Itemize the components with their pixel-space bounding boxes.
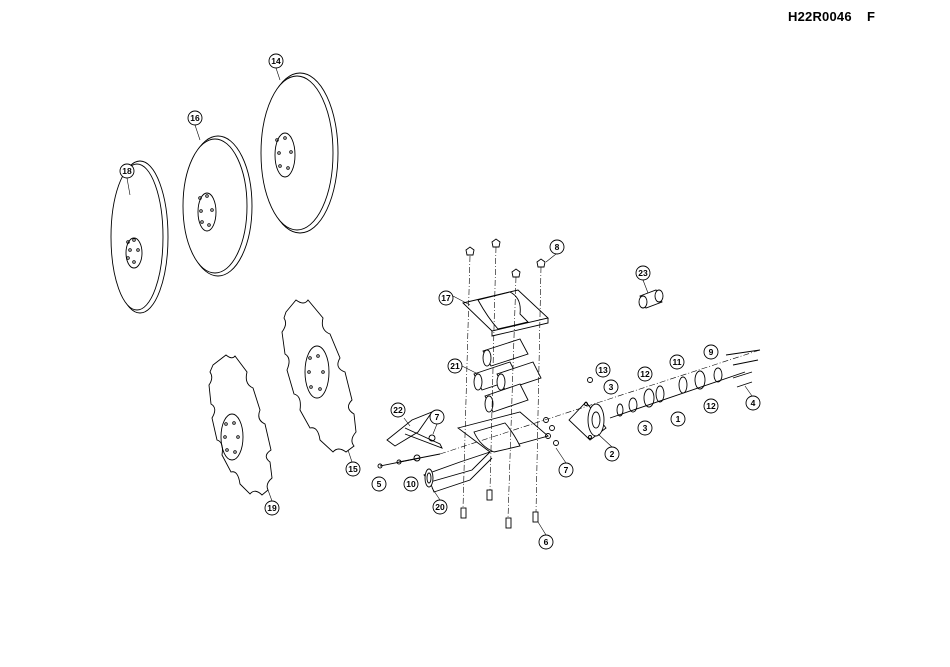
callout-8: 8	[550, 240, 564, 254]
callout-18: 18	[120, 164, 134, 178]
callout-4: 4	[746, 396, 760, 410]
callout-14: 14	[269, 54, 283, 68]
bolts-6	[461, 490, 538, 528]
callout-2: 2	[605, 447, 619, 461]
callout-12b: 12	[704, 399, 718, 413]
tubes-21	[474, 339, 541, 412]
svg-text:14: 14	[271, 56, 281, 66]
callout-19: 19	[265, 501, 279, 515]
svg-text:9: 9	[709, 347, 714, 357]
svg-text:2: 2	[610, 449, 615, 459]
svg-text:15: 15	[348, 464, 358, 474]
callout-21: 21	[448, 359, 462, 373]
svg-text:3: 3	[643, 423, 648, 433]
callout-15: 15	[346, 462, 360, 476]
svg-text:13: 13	[598, 365, 608, 375]
svg-text:1: 1	[676, 414, 681, 424]
arm-20	[424, 412, 548, 492]
svg-text:3: 3	[609, 382, 614, 392]
svg-text:12: 12	[706, 401, 716, 411]
callout-23: 23	[636, 266, 650, 280]
callout-22: 22	[391, 403, 405, 417]
bearing-stack	[610, 368, 745, 418]
callout-17: 17	[439, 291, 453, 305]
svg-text:6: 6	[544, 537, 549, 547]
svg-text:10: 10	[406, 479, 416, 489]
svg-text:17: 17	[441, 293, 451, 303]
callout-3b: 3	[638, 421, 652, 435]
svg-text:11: 11	[673, 357, 682, 367]
svg-text:22: 22	[393, 405, 403, 415]
callout-10: 10	[404, 477, 418, 491]
svg-text:19: 19	[267, 503, 277, 513]
callout-11: 11	[670, 355, 684, 369]
svg-text:8: 8	[555, 242, 560, 252]
notched-disc-15	[282, 300, 356, 452]
callout-6: 6	[539, 535, 553, 549]
svg-text:7: 7	[564, 465, 569, 475]
callout-12a: 12	[638, 367, 652, 381]
callout-16: 16	[188, 111, 202, 125]
callout-3a: 3	[604, 380, 618, 394]
callout-7a: 7	[430, 410, 444, 424]
hardware-7-5-10-4	[378, 350, 760, 468]
notched-disc-19	[209, 355, 272, 495]
svg-text:18: 18	[122, 166, 132, 176]
disc-14	[261, 73, 338, 233]
svg-text:7: 7	[435, 412, 440, 422]
disc-18	[111, 161, 168, 313]
callout-9: 9	[704, 345, 718, 359]
cap-23	[639, 290, 663, 308]
svg-text:16: 16	[190, 113, 200, 123]
svg-text:4: 4	[751, 398, 756, 408]
callout-20: 20	[433, 500, 447, 514]
callout-1: 1	[671, 412, 685, 426]
callout-13: 13	[596, 363, 610, 377]
svg-text:12: 12	[640, 369, 650, 379]
callout-5: 5	[372, 477, 386, 491]
svg-text:23: 23	[638, 268, 648, 278]
disc-16	[183, 136, 252, 276]
bracket-17	[463, 290, 548, 336]
svg-text:5: 5	[377, 479, 382, 489]
svg-text:20: 20	[435, 502, 445, 512]
callout-7b: 7	[559, 463, 573, 477]
nuts-8	[466, 239, 545, 277]
svg-text:21: 21	[450, 361, 460, 371]
hub-2	[569, 402, 606, 440]
